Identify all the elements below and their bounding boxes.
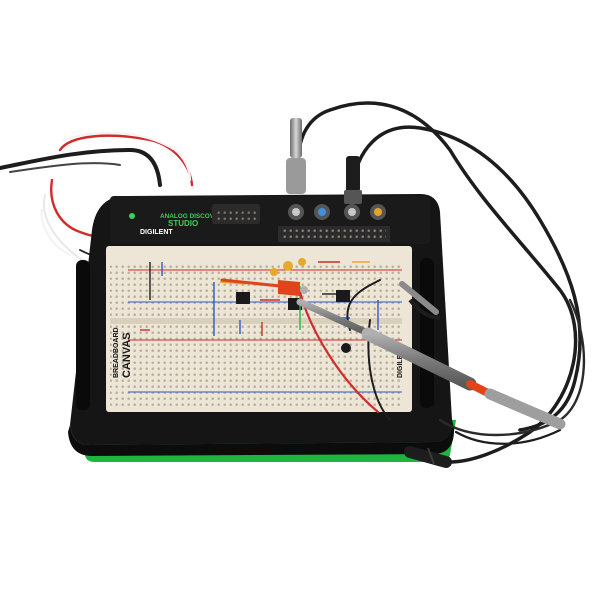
oscilloscope-probe-icon [286, 118, 362, 204]
device-title-line1: ANALOG DISCOVERY [160, 213, 228, 220]
cable-plug [404, 446, 452, 468]
power-led-icon [129, 213, 135, 219]
top-panel: ANALOG DISCOVERY STUDIO DIGILENT [110, 196, 430, 244]
brand-logo: DIGILENT [140, 229, 173, 236]
canvas-label-line2: CANVAS [121, 332, 133, 378]
ic-chip [236, 292, 250, 304]
breadboard: BREADBOARD CANVAS DIGILENT [106, 246, 412, 412]
canvas-label-line1: BREADBOARD [113, 327, 120, 378]
rear-cables [0, 131, 194, 263]
bnc-connector-icon [288, 204, 386, 220]
oscilloscope-probe-icon [296, 281, 566, 430]
probe-hook-clip [220, 278, 308, 296]
side-brand: DIGILENT [397, 345, 404, 378]
probe-cables [294, 101, 586, 464]
ic-chip [336, 290, 350, 302]
device-title-line2: STUDIO [168, 219, 198, 228]
